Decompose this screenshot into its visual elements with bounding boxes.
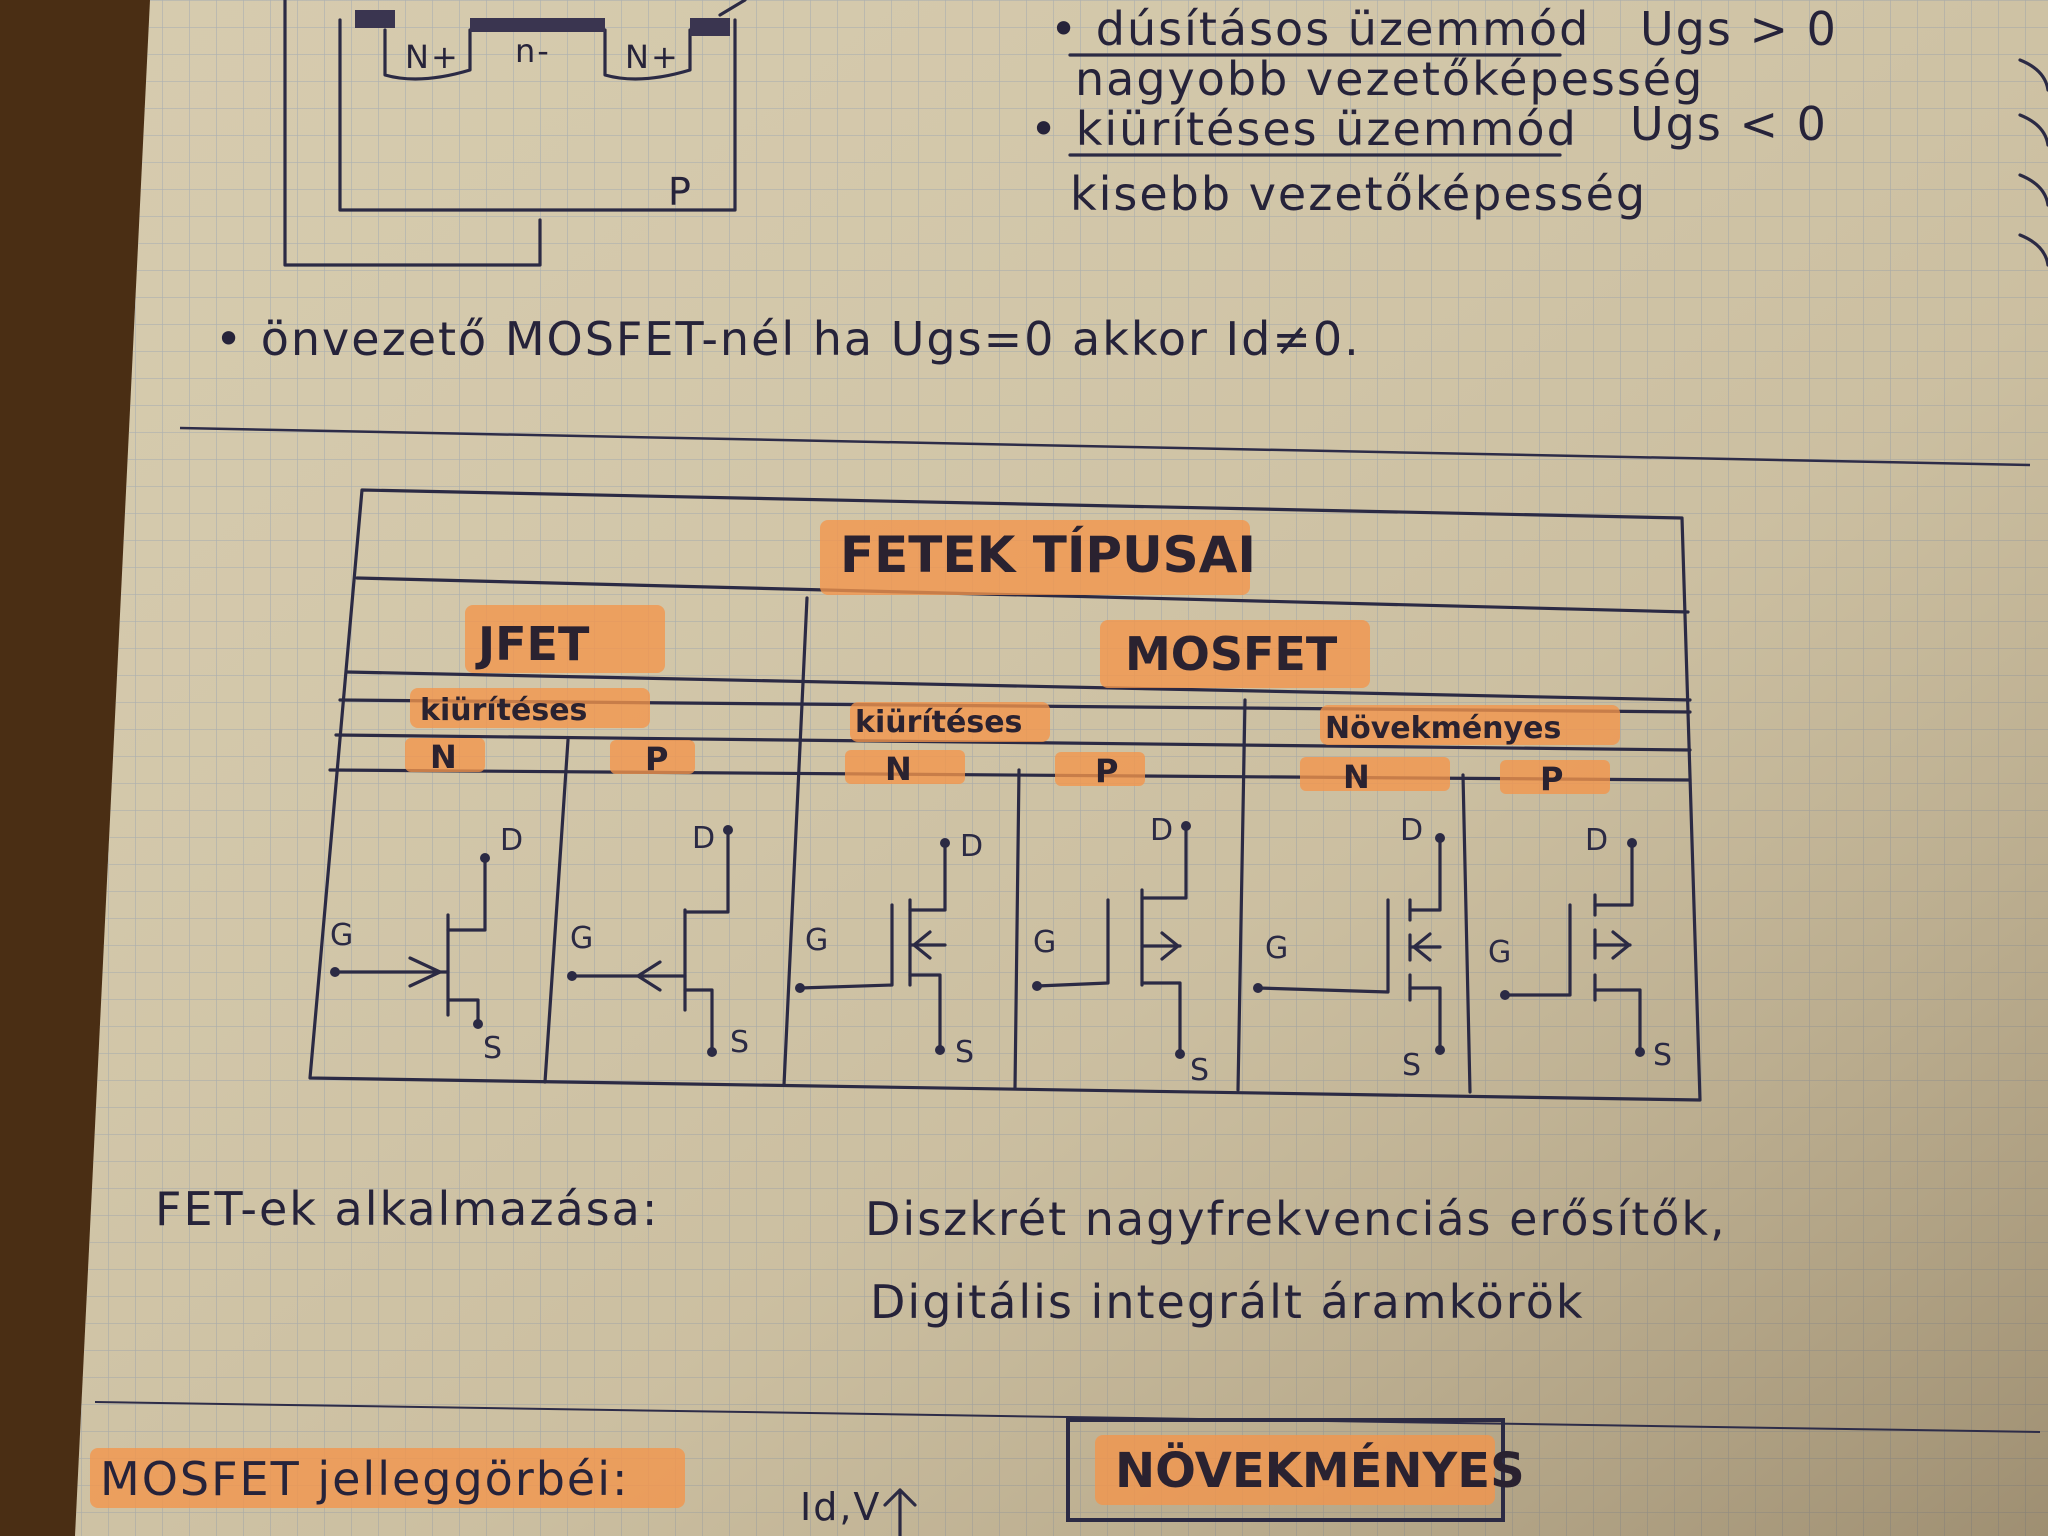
depletion-mode-text: • kiürítéses üzemmód: [1030, 102, 1578, 156]
applications-line-2: Digitális integrált áramkörök: [870, 1275, 1585, 1329]
applications-line-1: Diszkrét nagyfrekvenciás erősítők,: [865, 1192, 1727, 1246]
mos-enh-p-gate-label: G: [1488, 935, 1511, 970]
mosfet-header: MOSFET: [1125, 627, 1338, 681]
jfet-p-symbol: D G S: [567, 821, 749, 1060]
enhancement-mode-text: • dúsításos üzemmód: [1050, 2, 1590, 56]
curve-label-highlight: [90, 1448, 685, 1508]
jfet-n-drain-label: D: [500, 823, 523, 858]
mos-enh-p-source-label: S: [1653, 1038, 1672, 1073]
n-plus-left-label: N+: [405, 38, 460, 76]
jfet-mode-highlight: [410, 688, 650, 728]
mosfet-highlight: [1100, 620, 1370, 688]
mos-dep-n-source-label: S: [955, 1035, 974, 1070]
mosfet-enh-n-symbol: D G S: [1253, 813, 1445, 1083]
applications-notes: FET-ek alkalmazása: Diszkrét nagyfrekven…: [155, 1182, 1727, 1329]
jfet-n-gate-label: G: [330, 918, 353, 953]
mos-enh-p-drain-label: D: [1585, 823, 1608, 858]
enhancement-box-label: NÖVEKMÉNYES: [1115, 1442, 1525, 1499]
title-highlight: [820, 520, 1250, 595]
spiral-binding: [2018, 58, 2048, 267]
mosfet-depletion-label: kiürítéses: [855, 705, 1022, 740]
characteristic-curves-label: MOSFET jelleggörbéi:: [100, 1452, 630, 1506]
mos-dep-p-drain-label: D: [1150, 813, 1173, 848]
mosfet-enh-p-symbol: D G S: [1488, 823, 1672, 1073]
col-mos-enh-p: P: [1540, 760, 1563, 798]
mosfet-dep-n-symbol: D G S: [795, 829, 983, 1070]
substrate-label: P: [668, 170, 693, 214]
self-conducting-note: • önvezető MOSFET-nél ha Ugs=0 akkor Id≠…: [215, 312, 1361, 366]
mosfet-enh-highlight: [1320, 705, 1620, 745]
jfet-n-symbol: D G S: [330, 823, 523, 1066]
enhancement-box: [1066, 1418, 1505, 1522]
mosfet-dep-p-symbol: D G S: [1032, 813, 1209, 1088]
mos-dep-p-source-label: S: [1190, 1053, 1209, 1088]
bottom-divider: [94, 1401, 2041, 1433]
col-jfet-n: N: [430, 738, 457, 776]
enhancement-description: nagyobb vezetőképesség: [1075, 52, 1704, 106]
mosfet-enhancement-label: Növekményes: [1325, 711, 1561, 746]
mos-enh-n-source-label: S: [1402, 1048, 1421, 1083]
operating-modes-notes: • dúsításos üzemmód Ugs > 0 nagyobb veze…: [1030, 2, 1838, 221]
mos-dep-n-gate-label: G: [805, 923, 828, 958]
col-jfet-p: P: [645, 740, 668, 778]
jfet-mode-label: kiürítéses: [420, 693, 587, 728]
n-minus-label: n-: [515, 32, 551, 70]
n-plus-right-label: N+: [625, 38, 680, 76]
table-title: FETEK TÍPUSAI: [840, 525, 1256, 584]
depletion-condition: Ugs < 0: [1630, 97, 1828, 151]
col-mos-dep-p: P: [1095, 752, 1118, 790]
mosfet-dep-highlight: [850, 702, 1050, 742]
jfet-p-drain-label: D: [692, 821, 715, 856]
mosfet-cross-section: N+ n- N+ P: [283, 0, 747, 267]
jfet-n-source-label: S: [483, 1031, 502, 1066]
mos-dep-n-drain-label: D: [960, 829, 983, 864]
col-mos-dep-n: N: [885, 750, 912, 788]
y-axis-label: Id,V: [800, 1485, 881, 1529]
fet-types-table: FETEK TÍPUSAI JFET MOSFET kiürítéses kiü…: [308, 488, 1702, 1102]
jfet-p-gate-label: G: [570, 921, 593, 956]
mos-enh-n-drain-label: D: [1400, 813, 1423, 848]
mos-dep-p-gate-label: G: [1033, 925, 1056, 960]
section-divider: [179, 426, 2031, 467]
mos-enh-n-gate-label: G: [1265, 931, 1288, 966]
applications-label: FET-ek alkalmazása:: [155, 1182, 659, 1236]
jfet-highlight: [465, 605, 665, 673]
jfet-header: JFET: [475, 617, 590, 671]
col-mos-enh-n: N: [1343, 758, 1370, 796]
jfet-p-source-label: S: [730, 1025, 749, 1060]
enhancement-condition: Ugs > 0: [1640, 2, 1838, 56]
depletion-description: kisebb vezetőképesség: [1070, 167, 1647, 221]
